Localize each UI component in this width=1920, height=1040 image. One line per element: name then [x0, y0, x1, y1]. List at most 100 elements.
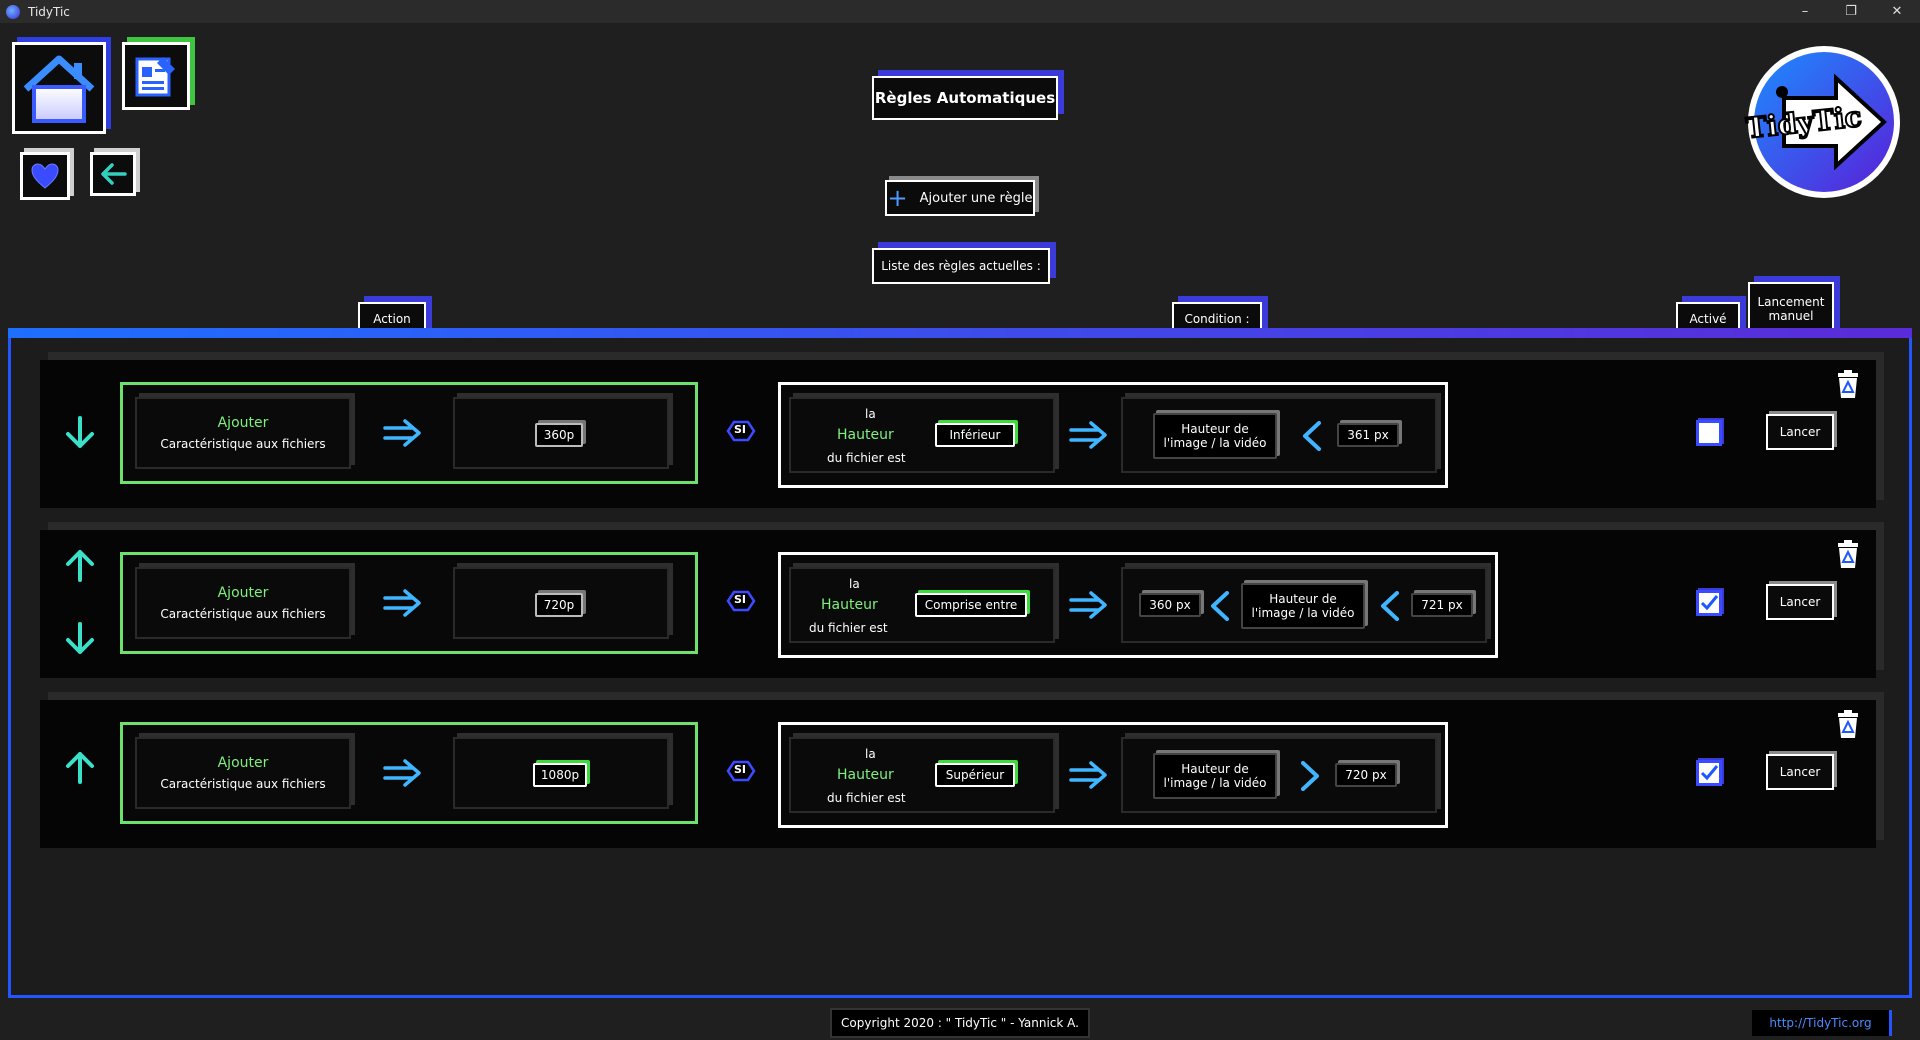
- active-checkbox[interactable]: [1696, 590, 1722, 616]
- home-icon: [23, 55, 95, 123]
- si-text: SI: [734, 423, 747, 436]
- bound-text: 721 px: [1421, 598, 1463, 612]
- back-button[interactable]: [90, 152, 136, 196]
- active-checkbox[interactable]: [1696, 760, 1722, 786]
- delete-rule-button[interactable]: [1834, 370, 1862, 404]
- add-rule-button[interactable]: + Ajouter une règle: [885, 180, 1035, 216]
- si-badge: SI: [726, 420, 756, 446]
- launch-label: Lancer: [1779, 595, 1821, 609]
- action-value[interactable]: 1080p: [533, 763, 587, 787]
- condition-la: la: [865, 747, 876, 761]
- launch-label: Lancer: [1779, 425, 1821, 439]
- delete-rule-button[interactable]: [1834, 540, 1862, 574]
- action-value-text: 360p: [543, 428, 575, 442]
- less-than-icon: [1379, 591, 1401, 625]
- subject-line1: Hauteur de: [1181, 422, 1249, 436]
- restore-button[interactable]: ❐: [1845, 4, 1857, 19]
- rule-action-group: Ajouter Caractéristique aux fichiers 360…: [120, 382, 698, 484]
- action-value-box: 360p: [453, 397, 669, 469]
- action-type-box[interactable]: Ajouter Caractéristique aux fichiers: [135, 397, 351, 469]
- condition-la: la: [865, 407, 876, 421]
- launch-button[interactable]: Lancer: [1766, 414, 1834, 450]
- action-value-box: 1080p: [453, 737, 669, 809]
- si-badge: SI: [726, 590, 756, 616]
- website-link[interactable]: http://TidyTic.org: [1752, 1010, 1892, 1036]
- copyright-text: Copyright 2020 : " TidyTic " - Yannick A…: [841, 1016, 1079, 1030]
- less-than-icon: [1209, 591, 1231, 625]
- page-title: Règles Automatiques: [872, 76, 1058, 120]
- arrow-up-icon: [66, 752, 94, 784]
- condition-property-box[interactable]: la Hauteur du fichier est Supérieur: [789, 737, 1055, 813]
- condition-subject: Hauteur de l'image / la vidéo: [1153, 753, 1277, 799]
- arrow-left-icon: [101, 163, 127, 185]
- subject-line1: Hauteur de: [1181, 762, 1249, 776]
- launch-button[interactable]: Lancer: [1766, 754, 1834, 790]
- condition-property-box[interactable]: la Hauteur du fichier est Inférieur: [789, 397, 1055, 473]
- active-checkbox[interactable]: [1696, 420, 1722, 446]
- trash-icon: [1838, 540, 1858, 568]
- rules-editor-button[interactable]: [122, 42, 190, 110]
- checkmark-icon: [1700, 595, 1719, 611]
- operator-select[interactable]: Comprise entre: [915, 593, 1027, 617]
- action-value-box: 720p: [453, 567, 669, 639]
- checkmark-icon: [1700, 765, 1719, 781]
- condition-property: Hauteur: [837, 427, 894, 443]
- rule-action-group: Ajouter Caractéristique aux fichiers 108…: [120, 722, 698, 824]
- column-header-action-text: Action: [373, 312, 411, 326]
- column-header-manual-line2: manuel: [1768, 309, 1814, 323]
- action-type-box[interactable]: Ajouter Caractéristique aux fichiers: [135, 567, 351, 639]
- bound-text: 720 px: [1345, 768, 1387, 782]
- rules-list-label-text: Liste des règles actuelles :: [881, 259, 1041, 273]
- condition-property-box[interactable]: la Hauteur du fichier est Comprise entre: [789, 567, 1055, 643]
- arrow-right-icon: [383, 759, 423, 791]
- app-logo-icon: [6, 4, 20, 19]
- move-up-button[interactable]: [64, 750, 96, 784]
- launch-button[interactable]: Lancer: [1766, 584, 1834, 620]
- action-verb: Ajouter: [217, 585, 269, 601]
- action-target: Caractéristique aux fichiers: [160, 777, 326, 791]
- condition-bound[interactable]: 721 px: [1411, 593, 1473, 617]
- action-verb: Ajouter: [217, 415, 269, 431]
- trash-icon: [1838, 370, 1858, 398]
- condition-compare-box: Hauteur de l'image / la vidéo 720 px: [1121, 737, 1437, 813]
- condition-subject: Hauteur de l'image / la vidéo: [1153, 413, 1277, 459]
- condition-lower[interactable]: 360 px: [1139, 593, 1201, 617]
- action-value-text: 720p: [543, 598, 575, 612]
- operator-select[interactable]: Inférieur: [935, 423, 1015, 447]
- minimize-button[interactable]: –: [1801, 4, 1809, 19]
- move-down-button[interactable]: [64, 416, 96, 450]
- copyright-label: Copyright 2020 : " TidyTic " - Yannick A…: [830, 1008, 1090, 1038]
- arrow-right-icon: [383, 419, 423, 451]
- close-button[interactable]: ✕: [1891, 4, 1903, 19]
- less-than-icon: [1301, 421, 1323, 455]
- operator-text: Inférieur: [949, 428, 1001, 442]
- rule-row: Ajouter Caractéristique aux fichiers 108…: [40, 700, 1876, 848]
- move-down-button[interactable]: [64, 622, 96, 656]
- arrow-up-icon: [66, 550, 94, 582]
- column-header-manual: Lancement manuel: [1748, 282, 1834, 336]
- condition-bound[interactable]: 361 px: [1337, 423, 1399, 447]
- greater-than-icon: [1299, 761, 1321, 795]
- move-up-button[interactable]: [64, 548, 96, 582]
- favorites-button[interactable]: [20, 152, 70, 200]
- window-controls: – ❐ ✕: [1782, 0, 1920, 23]
- condition-property: Hauteur: [821, 597, 878, 613]
- condition-subject: Hauteur de l'image / la vidéo: [1241, 583, 1365, 629]
- operator-select[interactable]: Supérieur: [935, 763, 1015, 787]
- column-header-condition-text: Condition :: [1184, 312, 1250, 326]
- action-value[interactable]: 720p: [535, 593, 583, 617]
- home-button[interactable]: [12, 42, 106, 134]
- arrow-down-icon: [66, 622, 94, 654]
- heart-icon: [31, 163, 59, 189]
- arrow-right-icon: [383, 589, 423, 621]
- rule-action-group: Ajouter Caractéristique aux fichiers 720…: [120, 552, 698, 654]
- action-type-box[interactable]: Ajouter Caractéristique aux fichiers: [135, 737, 351, 809]
- action-value[interactable]: 360p: [535, 423, 583, 447]
- condition-bound[interactable]: 720 px: [1335, 763, 1397, 787]
- subject-line2: l'image / la vidéo: [1163, 436, 1267, 450]
- rule-condition-group: la Hauteur du fichier est Supérieur Haut…: [778, 722, 1448, 828]
- condition-suffix: du fichier est: [809, 621, 888, 635]
- delete-rule-button[interactable]: [1834, 710, 1862, 744]
- operator-text: Comprise entre: [924, 598, 1018, 612]
